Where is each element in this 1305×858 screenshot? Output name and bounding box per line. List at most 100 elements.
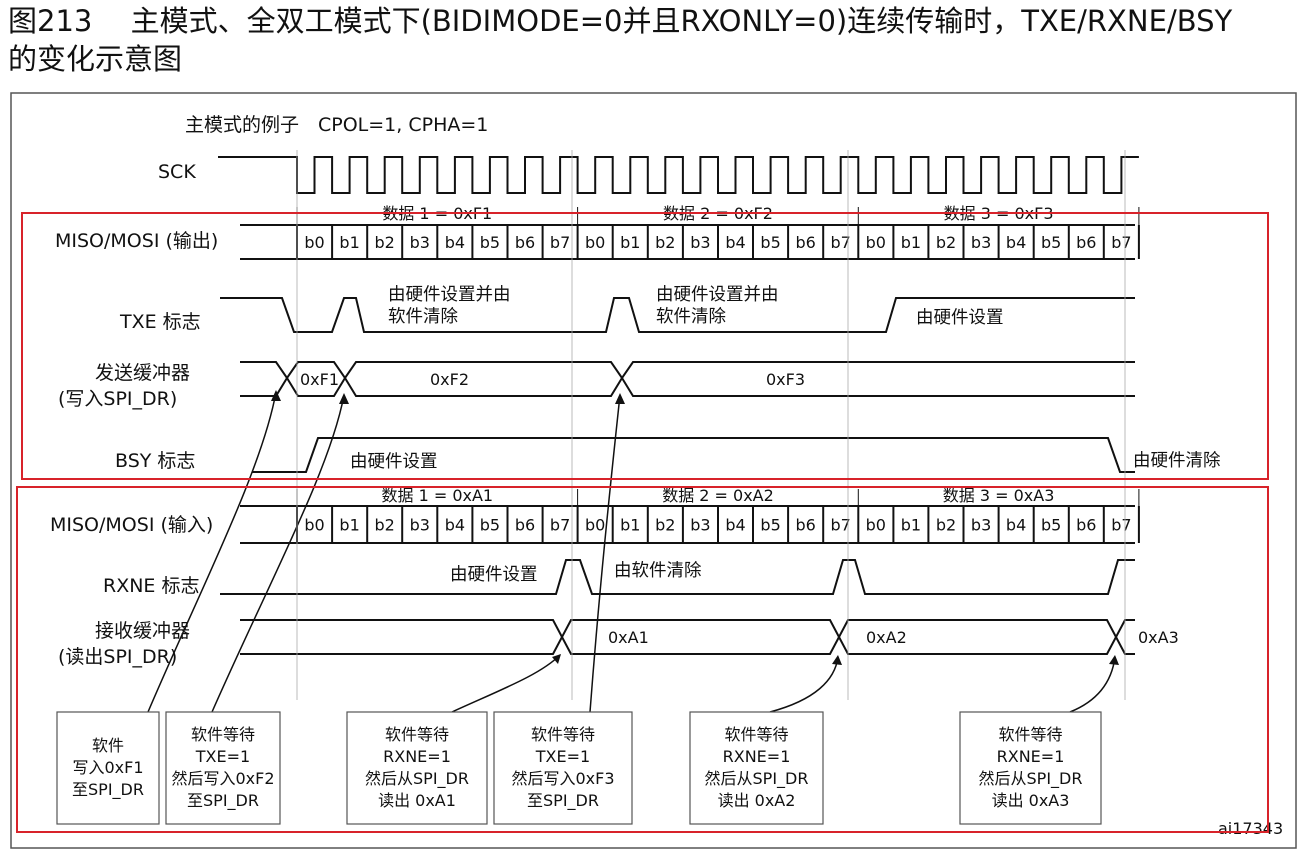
figure-frame: [10, 92, 1297, 849]
software-action-line: 软件等待: [724, 725, 788, 744]
txe-label: TXE 标志: [119, 311, 201, 333]
software-action-line: 然后写入0xF2: [171, 769, 274, 788]
miso-in-bit-cell: b3: [690, 516, 710, 535]
software-action-line: 至SPI_DR: [527, 791, 599, 811]
sck-label: SCK: [158, 161, 196, 183]
miso-in-bit-cell: b3: [971, 516, 991, 535]
sck-waveform: [218, 156, 1139, 194]
software-action-box: [689, 711, 824, 825]
software-action-line: 然后从SPI_DR: [979, 769, 1083, 789]
software-action-box: [959, 711, 1102, 825]
tx-buffer-value-3: 0xF3: [766, 370, 805, 389]
miso-in-bit-cell: b3: [410, 516, 430, 535]
miso-out-bit-cell: b2: [936, 233, 956, 252]
software-action-line: 然后写入0xF3: [511, 769, 614, 788]
tx-buffer-sublabel: (写入SPI_DR): [58, 388, 177, 410]
miso-out-bit-cell: b1: [901, 233, 921, 252]
bsy-note-hw-clear: 由硬件清除: [1133, 451, 1221, 471]
arrow-box5: [769, 656, 839, 713]
rx-buffer-value-1: 0xA1: [608, 628, 649, 647]
miso-out-bit-cell: b4: [725, 233, 745, 252]
arrow-box4: [589, 394, 621, 713]
miso-out-bit-cell: b3: [410, 233, 430, 252]
miso-in-bit-cell: b5: [480, 516, 500, 535]
miso-in-bit-cell: b2: [936, 516, 956, 535]
miso-in-bit-cell: b5: [1041, 516, 1061, 535]
miso-out-bit-cell: b3: [690, 233, 710, 252]
miso-in-bit-cell: b7: [550, 516, 570, 535]
tx-buffer-bottom: [240, 376, 1135, 397]
txe-note-2-line-2: 软件清除: [656, 307, 726, 327]
software-action-line: 软件等待: [191, 725, 255, 744]
txe-note-2-line-1: 由硬件设置并由: [656, 285, 779, 305]
software-action-box: [346, 711, 488, 825]
miso-in-bit-cell: b2: [655, 516, 675, 535]
miso-in-bit-cell: b1: [339, 516, 359, 535]
miso-in-bit-cell: b6: [1076, 516, 1096, 535]
miso-out-bus-lines: [240, 224, 1140, 260]
miso-in-bit-cell: b0: [585, 516, 605, 535]
miso-out-bit-cell: b4: [1006, 233, 1026, 252]
miso-in-bit-cell: b0: [304, 516, 324, 535]
rxne-note-sw-clear: 由软件清除: [614, 561, 702, 581]
rxne-label: RXNE 标志: [103, 575, 199, 597]
miso-out-label: MISO/MOSI (输出): [55, 230, 218, 252]
arrow-box6: [1069, 656, 1116, 713]
software-action-line: 写入0xF1: [72, 758, 143, 777]
rx-buffer-value-2: 0xA2: [866, 628, 907, 647]
software-action-line: TXE=1: [195, 747, 250, 766]
software-action-box: [493, 711, 633, 825]
txe-note-1-line-2: 软件清除: [388, 307, 458, 327]
miso-out-bit-cell: b6: [515, 233, 535, 252]
miso-in-bit-cell: b7: [1111, 516, 1131, 535]
miso-in-data-header: 数据 2 = 0xA2: [662, 486, 774, 505]
miso-out-bit-cell: b6: [1076, 233, 1096, 252]
miso-in-bus-lines: [240, 505, 1140, 544]
miso-out-bit-cell: b4: [445, 233, 465, 252]
example-label: 主模式的例子 CPOL=1, CPHA=1: [185, 114, 488, 136]
txe-note-hw-set: 由硬件设置: [916, 308, 1004, 328]
txe-waveform: [220, 297, 1135, 333]
software-action-line: 读出 0xA1: [378, 791, 456, 810]
software-action-line: 至SPI_DR: [187, 791, 259, 811]
arrow-box2: [211, 394, 345, 713]
rx-buffer-sublabel: (读出SPI_DR): [58, 646, 177, 668]
tx-buffer-value-1: 0xF1: [300, 370, 339, 389]
miso-out-bit-cell: b5: [760, 233, 780, 252]
tx-buffer-top: [240, 361, 1135, 380]
miso-out-bit-cell: b2: [655, 233, 675, 252]
miso-out-bit-cell: b0: [866, 233, 886, 252]
software-action-line: 至SPI_DR: [72, 780, 144, 800]
bsy-note-hw-set: 由硬件设置: [350, 452, 438, 472]
miso-in-data-header: 数据 1 = 0xA1: [381, 486, 493, 505]
miso-in-bit-cell: b7: [831, 516, 851, 535]
miso-out-bit-cell: b6: [796, 233, 816, 252]
miso-out-bit-cell: b1: [339, 233, 359, 252]
software-action-line: RXNE=1: [383, 747, 451, 766]
tx-buffer-label: 发送缓冲器: [95, 362, 190, 384]
software-action-line: 软件: [92, 736, 124, 755]
miso-out-bit-cell: b7: [550, 233, 570, 252]
miso-out-bit-cell: b5: [480, 233, 500, 252]
miso-in-bit-cell: b5: [760, 516, 780, 535]
software-action-line: 软件等待: [531, 725, 595, 744]
miso-out-bit-cell: b7: [1111, 233, 1131, 252]
rx-highlight-box: [16, 486, 1269, 833]
miso-out-bit-cell: b0: [304, 233, 324, 252]
miso-out-bit-cell: b5: [1041, 233, 1061, 252]
software-action-line: 软件等待: [998, 725, 1062, 744]
miso-in-label: MISO/MOSI (输入): [50, 514, 213, 536]
miso-out-bit-cell: b7: [831, 233, 851, 252]
miso-in-bit-cell: b6: [796, 516, 816, 535]
rx-buffer-top: [240, 619, 1135, 640]
arrow-box1: [147, 391, 277, 713]
miso-in-bit-cell: b4: [445, 516, 465, 535]
software-action-line: 然后从SPI_DR: [705, 769, 809, 789]
rx-buffer-value-3: 0xA3: [1138, 628, 1179, 647]
software-action-line: 软件等待: [385, 725, 449, 744]
software-action-line: RXNE=1: [723, 747, 791, 766]
rx-buffer-bottom: [240, 634, 1135, 655]
bsy-label: BSY 标志: [115, 450, 195, 472]
software-action-box: [56, 711, 160, 825]
miso-in-bit-cell: b6: [515, 516, 535, 535]
